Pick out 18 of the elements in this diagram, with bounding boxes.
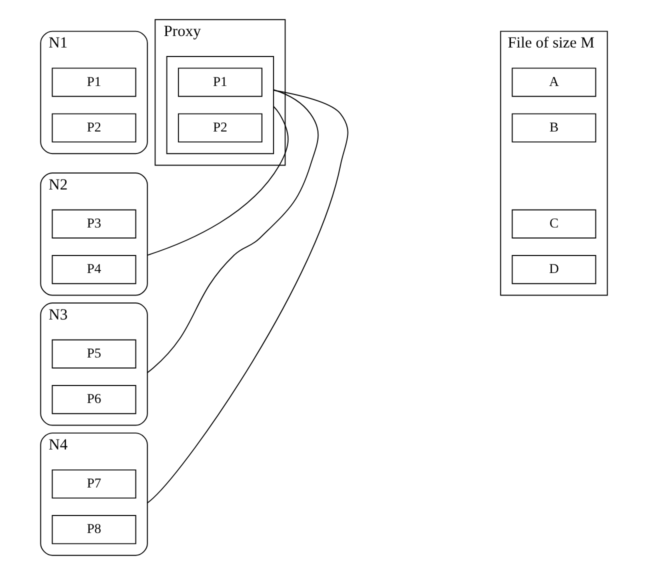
node-box: A — [512, 68, 596, 97]
node-box: P7 — [52, 469, 136, 499]
connector — [146, 89, 319, 374]
node-box: P1 — [178, 68, 262, 97]
node-box: P2 — [178, 113, 262, 142]
node-box: P5 — [52, 339, 136, 369]
cluster — [166, 56, 274, 154]
node-box: C — [512, 209, 596, 238]
node-box: P8 — [52, 515, 136, 544]
node-box: P3 — [52, 209, 136, 238]
node-box: P6 — [52, 385, 136, 414]
node-box: B — [512, 113, 596, 142]
node-box: P4 — [52, 254, 136, 284]
node-box: P1 — [52, 68, 136, 97]
connector — [146, 90, 348, 504]
node-box: P2 — [52, 113, 136, 142]
node-box: D — [512, 254, 596, 284]
connector — [146, 106, 289, 256]
